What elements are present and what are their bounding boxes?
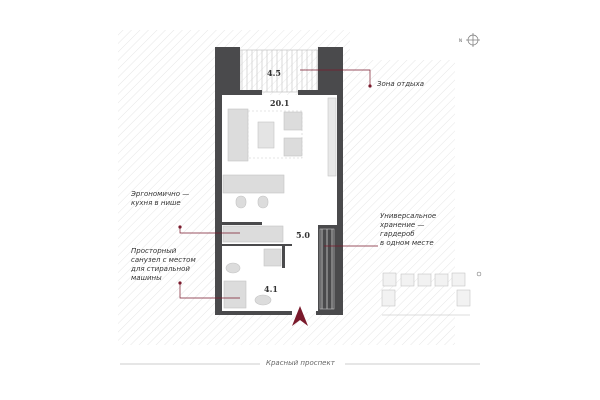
balcony-area: 4.5: [267, 68, 281, 78]
living-area: 20.1: [270, 98, 289, 108]
site-mini-plan: [381, 272, 471, 316]
label-line: Универсальное: [380, 212, 437, 220]
compass-icon: [466, 33, 480, 47]
label-line: санузел с местом: [131, 256, 196, 264]
label-line: хранение —: [380, 221, 425, 229]
street-name: Красный проспект: [266, 359, 335, 367]
label-line: машины: [131, 274, 162, 282]
label-line: в одном месте: [380, 239, 434, 247]
label-storage: Универсальное хранение — гардероб в одно…: [380, 212, 436, 248]
label-rest-zone: Зона отдыха: [377, 80, 425, 88]
label-line: гардероб: [380, 230, 415, 238]
label-kitchen: Эргономично — кухня в нише: [131, 190, 189, 208]
compass-label: N: [459, 38, 462, 43]
hall-area: 5.0: [296, 230, 310, 240]
entrance-arrow-icon: [292, 306, 308, 326]
furniture: [222, 97, 337, 310]
mini-compass-icon: [476, 271, 482, 277]
balcony: [239, 49, 319, 93]
label-line: Эргономично —: [131, 190, 190, 198]
label-line: кухня в нише: [131, 199, 181, 207]
label-line: для стиральной: [131, 265, 190, 273]
annotation-dots: [178, 84, 372, 285]
bath-area: 4.1: [264, 284, 278, 294]
label-line: Просторный: [131, 247, 177, 255]
label-bathroom: Просторный санузел с местом для стиральн…: [131, 247, 196, 283]
annotation-leaders: [179, 69, 378, 299]
